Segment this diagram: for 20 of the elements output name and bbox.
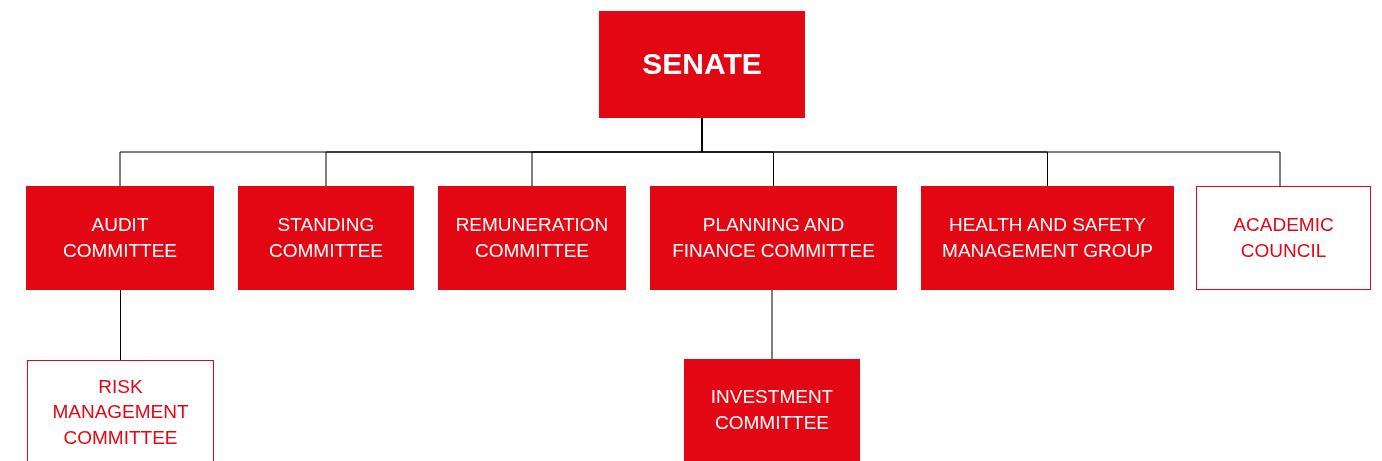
outlined-box (1196, 186, 1371, 290)
node-label: HEALTH AND SAFETY MANAGEMENT GROUP (941, 213, 1154, 263)
filled-box (650, 186, 897, 290)
node-label: PLANNING AND FINANCE COMMITTEE (671, 213, 876, 263)
connector-line (771, 289, 773, 360)
filled-box (684, 359, 860, 461)
node-label: RISK MANAGEMENT COMMITTEE (51, 374, 190, 450)
filled-box (438, 186, 626, 290)
node-label: STANDING COMMITTEE (268, 213, 384, 263)
node-label: AUDIT COMMITTEE (62, 213, 178, 263)
filled-box (26, 186, 214, 290)
node-label: INVESTMENT COMMITTEE (709, 385, 835, 435)
node-label: ACADEMIC COUNCIL (1232, 213, 1335, 263)
filled-box (599, 11, 805, 118)
connector-line (120, 289, 121, 361)
filled-box (238, 186, 414, 290)
node-label: SENATE (642, 46, 762, 83)
node-label: REMUNERATION COMMITTEE (454, 213, 610, 263)
filled-box (921, 186, 1174, 290)
outlined-box (27, 360, 214, 461)
